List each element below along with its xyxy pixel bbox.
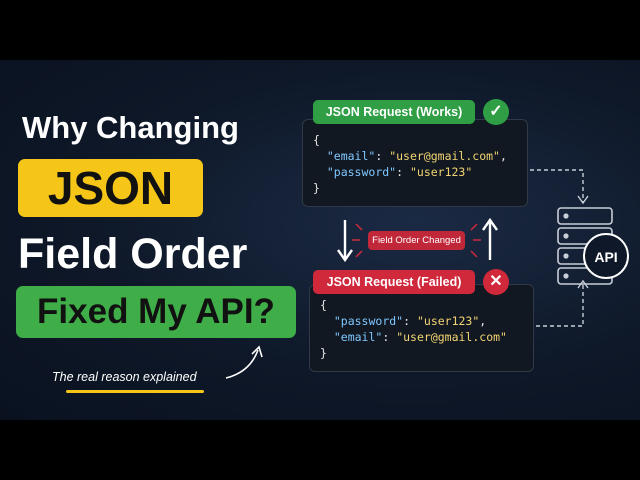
json-request-works-code: { "email": "user@gmail.com", "password":… — [302, 119, 528, 207]
headline-json-highlight: JSON — [18, 159, 203, 217]
code-line: { — [320, 297, 523, 313]
headline-line-3: Field Order — [18, 230, 248, 278]
code-line: } — [320, 345, 523, 361]
check-icon: ✓ — [483, 99, 509, 125]
json-key: "password" — [326, 165, 397, 179]
json-key: "email" — [333, 330, 383, 344]
api-label: API — [594, 249, 618, 265]
diagram-overlay — [225, 169, 629, 379]
code-line: "email": "user@gmail.com" — [333, 330, 507, 344]
request-works-label: JSON Request (Works) — [313, 100, 475, 124]
headline-question-highlight: Fixed My API? — [16, 286, 296, 338]
headline-line-2: JSON — [47, 162, 174, 214]
connector-ok — [530, 169, 584, 202]
down-arrow-icon — [337, 220, 353, 263]
brace-close: } — [313, 181, 320, 195]
burst-lines — [352, 223, 481, 258]
connector-failed-head — [577, 279, 589, 289]
api-badge — [583, 233, 629, 279]
x-icon: ✕ — [483, 269, 509, 295]
json-value: "user123" — [416, 314, 480, 328]
code-line: "email": "user@gmail.com", — [326, 149, 507, 163]
code-line: { — [313, 132, 517, 148]
connector-failed — [536, 282, 584, 327]
headline-line-1: Why Changing — [22, 110, 239, 145]
brace-close: } — [320, 346, 327, 360]
tagline: The real reason explained — [52, 370, 197, 384]
json-value: "user123" — [409, 165, 473, 179]
json-request-failed-code: { "password": "user123", "email": "user@… — [309, 284, 534, 372]
tagline-arrow-head — [251, 345, 263, 358]
json-key: "password" — [333, 314, 404, 328]
json-value: "user@gmail.com" — [396, 330, 507, 344]
connector-ok-head — [577, 195, 589, 205]
json-value: "user@gmail.com" — [389, 149, 500, 163]
code-line: "password": "user123" — [326, 165, 473, 179]
field-order-changed-badge: Field Order Changed — [368, 231, 465, 250]
code-line: } — [313, 180, 517, 196]
tagline-underline — [66, 390, 204, 393]
request-failed-label: JSON Request (Failed) — [313, 270, 475, 294]
up-arrow-icon — [482, 217, 498, 260]
brace-open: { — [313, 133, 320, 147]
code-line: "password": "user123", — [333, 314, 487, 328]
json-key: "email" — [326, 149, 376, 163]
brace-open: { — [320, 298, 327, 312]
headline-line-4: Fixed My API? — [37, 292, 275, 331]
thumbnail-canvas: Why Changing JSON Field Order Fixed My A… — [0, 60, 640, 420]
tagline-arrow — [225, 349, 259, 379]
